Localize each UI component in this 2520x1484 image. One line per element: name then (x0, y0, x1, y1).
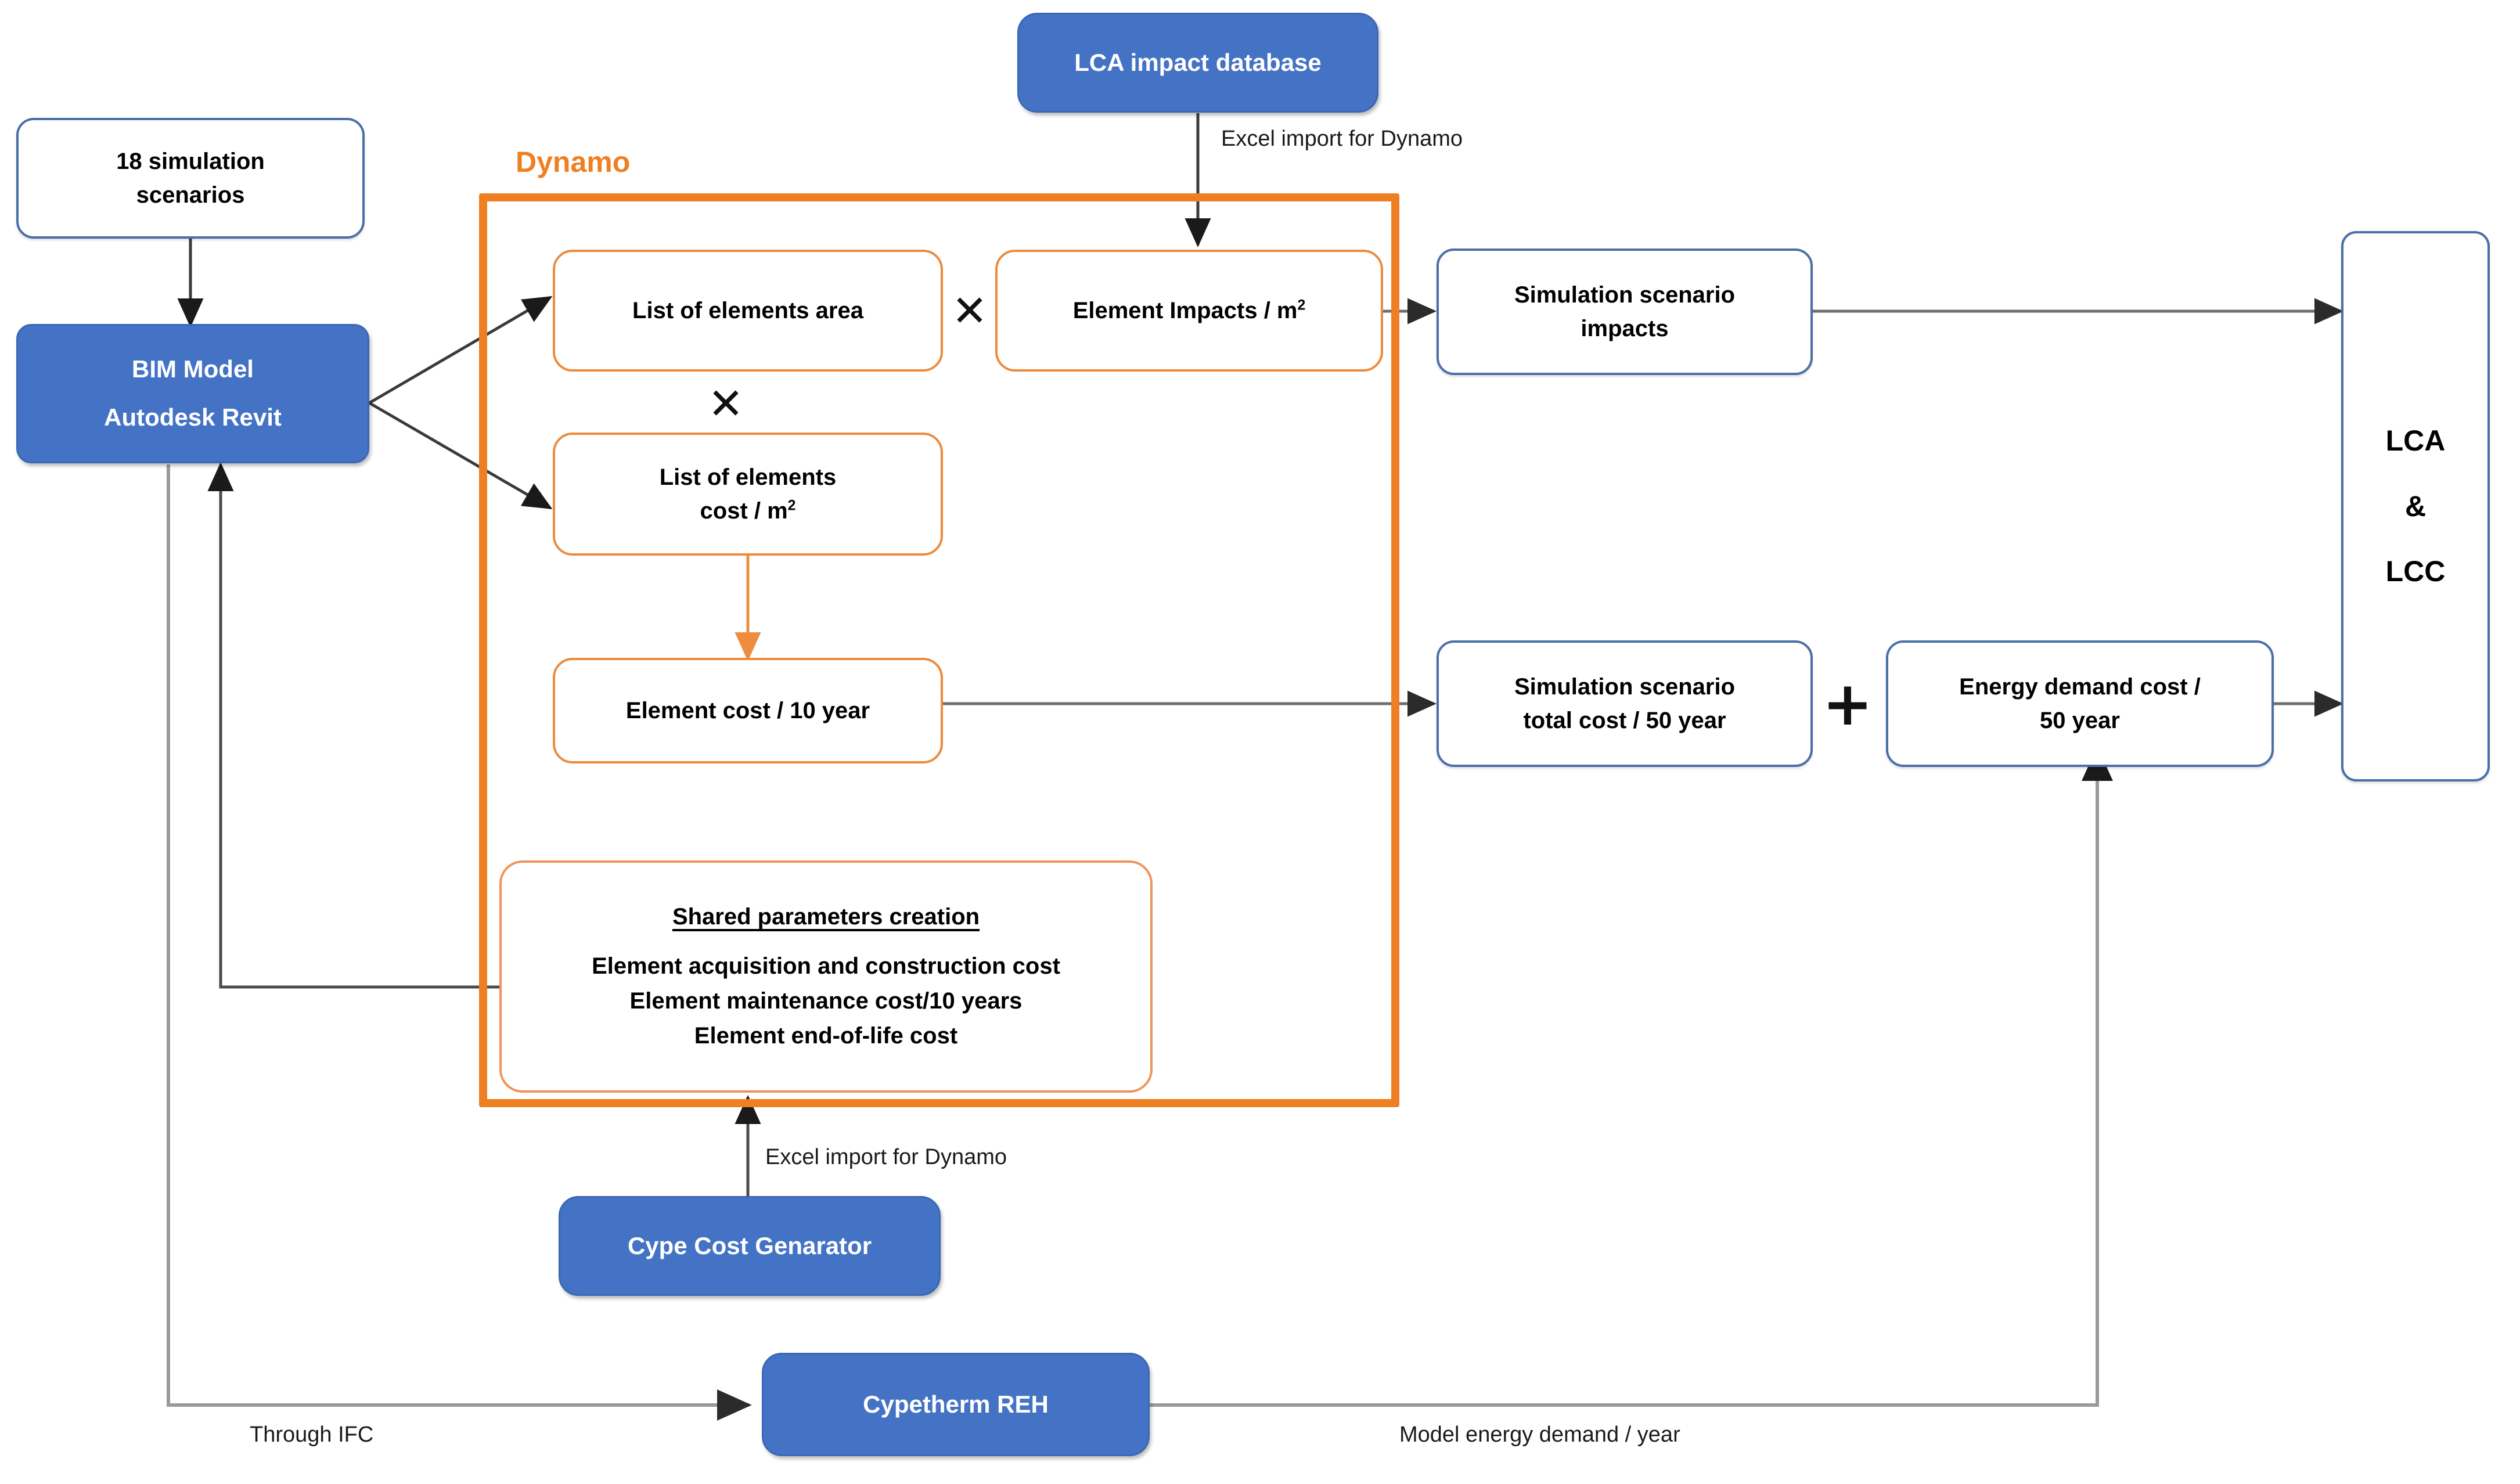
cypetherm-reh-label: Cypetherm REH (863, 1390, 1049, 1418)
bim-model-line1: BIM Model (132, 355, 254, 383)
edge-label-excel-import-cype: Excel import for Dynamo (765, 1145, 1007, 1169)
element-cost-10-year-label: Element cost / 10 year (625, 698, 870, 723)
bim-model-line2: Autodesk Revit (104, 404, 282, 431)
list-of-elements-cost-superscript: 2 (787, 498, 796, 514)
energy-demand-cost-line1: Energy demand cost / (1959, 674, 2201, 700)
multiply-operator-left: ✕ (707, 379, 744, 429)
simulation-scenarios-line2: scenarios (136, 182, 245, 208)
list-of-elements-cost-text: cost / m (700, 498, 788, 524)
lca-lcc-line3: LCC (2385, 555, 2446, 588)
node-energy-demand-cost[interactable]: Energy demand cost / 50 year (1886, 640, 2274, 767)
node-list-of-elements-cost[interactable]: List of elements cost / m2 (553, 433, 943, 556)
node-list-of-elements-area[interactable]: List of elements area (553, 250, 943, 372)
lca-lcc-line1: LCA (2385, 424, 2446, 458)
edge-label-excel-import-lca: Excel import for Dynamo (1221, 127, 1463, 151)
node-bim-model[interactable]: BIM Model Autodesk Revit (16, 324, 369, 463)
shared-parameters-item-3: Element end-of-life cost (694, 1023, 958, 1049)
dynamo-group-frame (479, 193, 1399, 1107)
simulation-scenario-impacts-line1: Simulation scenario (1514, 282, 1736, 308)
node-element-cost-10-year[interactable]: Element cost / 10 year (553, 658, 943, 763)
element-impacts-superscript: 2 (1297, 297, 1306, 314)
shared-parameters-title: Shared parameters creation (672, 904, 980, 930)
node-simulation-scenario-total-cost[interactable]: Simulation scenario total cost / 50 year (1437, 640, 1813, 767)
edge-shared-params-to-bim (207, 462, 501, 989)
node-cypetherm-reh[interactable]: Cypetherm REH (762, 1353, 1150, 1456)
node-shared-parameters-creation[interactable]: Shared parameters creation Element acqui… (499, 860, 1153, 1093)
edge-bim-to-list-area (368, 296, 553, 405)
simulation-scenarios-line1: 18 simulation (116, 149, 265, 174)
list-of-elements-cost-line2: cost / m2 (700, 494, 796, 528)
node-lca-and-lcc[interactable]: LCA & LCC (2341, 231, 2490, 781)
edge-cypetherm-to-energy-cost (1150, 746, 2113, 1407)
edge-bim-to-list-cost (368, 401, 553, 510)
plus-operator: + (1822, 668, 1873, 739)
edge-bim-to-cypetherm (167, 464, 752, 1421)
edge-label-model-energy-demand: Model energy demand / year (1399, 1422, 1680, 1447)
cype-cost-generator-label: Cype Cost Genarator (627, 1231, 872, 1259)
edge-label-through-ifc: Through IFC (250, 1422, 374, 1447)
lca-lcc-line2: & (2404, 489, 2427, 523)
node-cype-cost-generator[interactable]: Cype Cost Genarator (559, 1196, 941, 1296)
list-of-elements-area-label: List of elements area (632, 298, 863, 323)
simulation-scenario-impacts-line2: impacts (1581, 316, 1669, 341)
simulation-scenario-total-cost-line1: Simulation scenario (1514, 674, 1736, 700)
node-lca-impact-database[interactable]: LCA impact database (1017, 13, 1378, 113)
element-impacts-text: Element Impacts / m (1072, 298, 1298, 323)
multiply-operator-top: ✕ (951, 286, 988, 336)
lca-impact-database-label: LCA impact database (1074, 48, 1322, 76)
element-impacts-label: Element Impacts / m2 (1073, 294, 1306, 327)
node-element-impacts[interactable]: Element Impacts / m2 (995, 250, 1383, 372)
energy-demand-cost-line2: 50 year (2040, 708, 2120, 733)
list-of-elements-cost-line1: List of elements (659, 464, 837, 490)
node-simulation-scenario-impacts[interactable]: Simulation scenario impacts (1437, 248, 1813, 375)
shared-parameters-item-2: Element maintenance cost/10 years (629, 988, 1023, 1014)
simulation-scenario-total-cost-line2: total cost / 50 year (1523, 708, 1726, 733)
dynamo-group-label: Dynamo (516, 146, 631, 178)
node-simulation-scenarios[interactable]: 18 simulation scenarios (16, 118, 365, 239)
shared-parameters-item-1: Element acquisition and construction cos… (592, 953, 1060, 979)
